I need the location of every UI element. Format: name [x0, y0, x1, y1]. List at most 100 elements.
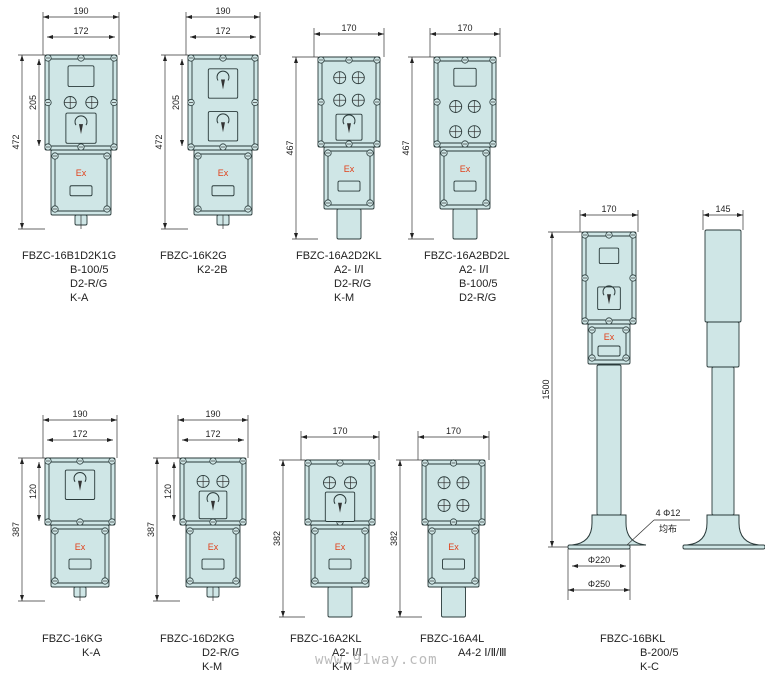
ex-mark: Ex [604, 332, 615, 342]
ex-mark: Ex [76, 168, 87, 178]
model: FBZC-16A2KL [290, 633, 362, 645]
model: FBZC-16A2BD2L [424, 250, 510, 262]
base-diameter-dimension-value: Φ250 [588, 579, 610, 589]
switch-handle [347, 123, 351, 134]
bolt-note: 均布 [659, 523, 677, 534]
lower-cover [189, 528, 237, 584]
spec: K-M [334, 292, 355, 304]
spec: K2-2B [197, 264, 228, 276]
switch-handle [221, 122, 225, 133]
spec: K-M [202, 661, 223, 673]
side-view-plate [682, 544, 765, 550]
unit-label-8: FBZC-16A2KL A2- Ⅰ/Ⅰ K-M [290, 632, 362, 674]
nameplate-window [453, 180, 477, 192]
ex-mark: Ex [344, 164, 355, 174]
ex-mark: Ex [460, 164, 471, 174]
nameplate-window [201, 558, 225, 570]
nameplate-window [211, 185, 235, 197]
nameplate-window [337, 180, 361, 192]
height-dimension-value: 387 [11, 522, 21, 537]
width-dimension-value: 170 [341, 23, 356, 33]
inner-width-dimension-value: 172 [73, 26, 88, 36]
spec: A2- Ⅰ/Ⅰ [459, 264, 489, 276]
spec: B-100/5 [459, 278, 498, 290]
model: FBZC-16B1D2K1G [22, 250, 117, 262]
rotary-switch-icon [73, 472, 87, 483]
switch-handle [211, 500, 215, 511]
lower-cover [443, 150, 487, 206]
height-dimension-value: 382 [389, 531, 399, 546]
width-dimension-value: 170 [601, 204, 616, 214]
spec: A4-2 Ⅰ/Ⅱ/Ⅲ [458, 647, 507, 659]
height-dimension-value: 472 [154, 134, 164, 149]
nameplate-window [69, 185, 93, 197]
conduit-pipe [336, 208, 362, 240]
ammeter-window [453, 67, 477, 87]
arrowhead [580, 213, 638, 217]
height-dimension-value: 387 [146, 522, 156, 537]
spec: D2-R/G [334, 278, 372, 290]
model: FBZC-16K2G [160, 250, 227, 262]
ammeter-window [67, 65, 95, 87]
nameplate-window [68, 558, 92, 570]
spec: D2-R/G [70, 278, 108, 290]
inner-width-dimension-value: 172 [215, 26, 230, 36]
rotary-switch-icon [333, 494, 347, 505]
ex-mark: Ex [218, 168, 229, 178]
nameplate-window [328, 558, 352, 570]
spec: A2- Ⅰ/Ⅰ [332, 647, 362, 659]
rotary-switch-icon [342, 114, 356, 125]
switch-handle [338, 502, 342, 513]
arrowhead [37, 462, 41, 521]
switch-handle [78, 480, 82, 491]
ex-mark: Ex [75, 542, 86, 552]
lower-cover [197, 153, 249, 212]
watermark: www.91way.com [315, 652, 438, 668]
spec: K-A [70, 292, 89, 304]
height-dimension-value: 467 [285, 140, 295, 155]
depth-dimension-value: 145 [715, 204, 730, 214]
support-column [596, 364, 622, 516]
spec: K-C [640, 661, 659, 673]
spec: A2- Ⅰ/Ⅰ [334, 264, 364, 276]
height-dimension-value: 382 [272, 531, 282, 546]
lower-cover [327, 150, 371, 206]
inner-width-dimension-value: 172 [72, 429, 87, 439]
height-dimension-value: 1500 [541, 379, 551, 399]
nameplate-window [597, 345, 621, 357]
model: FBZC-16KG [42, 633, 103, 645]
outer-width-dimension-value: 190 [205, 409, 220, 419]
model: FBZC-16D2KG [160, 633, 235, 645]
ex-mark: Ex [335, 542, 346, 552]
rotary-switch-icon [206, 492, 220, 503]
model: FBZC-16A4L [420, 633, 485, 645]
width-dimension-value: 170 [446, 426, 461, 436]
height-dimension-value: 467 [401, 140, 411, 155]
spec: B-100/5 [70, 264, 109, 276]
spec: D2-R/G [459, 292, 497, 304]
conduit-pipe [327, 586, 353, 618]
spec: D2-R/G [202, 647, 240, 659]
rotary-switch-icon [216, 70, 230, 81]
outer-width-dimension-value: 190 [72, 409, 87, 419]
rotary-switch-icon [74, 115, 88, 126]
nameplate-window [442, 558, 465, 570]
arrowhead [572, 564, 626, 568]
switch-handle [221, 79, 225, 90]
bolt-circle-dimension-value: Φ220 [588, 555, 610, 565]
spec: K-M [332, 661, 353, 673]
spec: K-A [82, 647, 101, 659]
spec: B-200/5 [640, 647, 679, 659]
switch-handle [79, 124, 83, 135]
ammeter-window [598, 247, 620, 265]
rotary-switch-icon [602, 285, 616, 296]
height-dimension-value: 472 [11, 134, 21, 149]
unit-label-2: FBZC-16K2G K2-2B [160, 249, 228, 277]
rotary-switch-icon [216, 113, 230, 124]
side-view-base [686, 514, 760, 546]
inner-width-dimension-value: 172 [205, 429, 220, 439]
column-base [571, 514, 647, 546]
